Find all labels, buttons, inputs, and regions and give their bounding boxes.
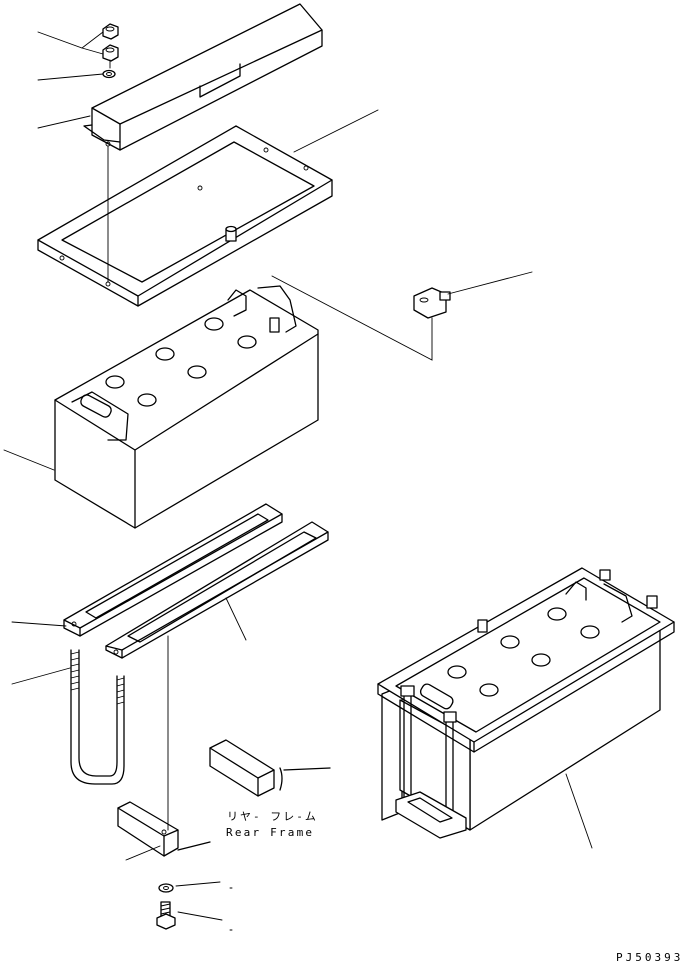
center-lines	[107, 59, 433, 831]
battery-cover	[83, 3, 323, 151]
rear-frame	[117, 739, 331, 857]
rear-frame-label-english: Rear Frame	[226, 826, 315, 839]
battery-holder-frame	[37, 125, 333, 307]
nut-upper	[102, 23, 119, 40]
rear-frame-label-japanese: リヤ- フレ-ム	[227, 810, 318, 823]
battery-assembly	[377, 567, 675, 839]
terminal-clamp	[413, 287, 451, 319]
hold-down-bar-left	[63, 503, 283, 637]
leader-lines	[3, 31, 593, 931]
nut-lower	[102, 44, 119, 62]
bottom-washer	[158, 883, 174, 893]
frame-nut	[225, 225, 237, 242]
drawing-code: PJ50393	[616, 951, 683, 964]
hold-down-bar-right	[105, 521, 329, 659]
battery-upper	[54, 285, 319, 529]
washer	[102, 69, 116, 79]
j-bolt	[70, 649, 125, 785]
bottom-bolt	[156, 901, 176, 930]
